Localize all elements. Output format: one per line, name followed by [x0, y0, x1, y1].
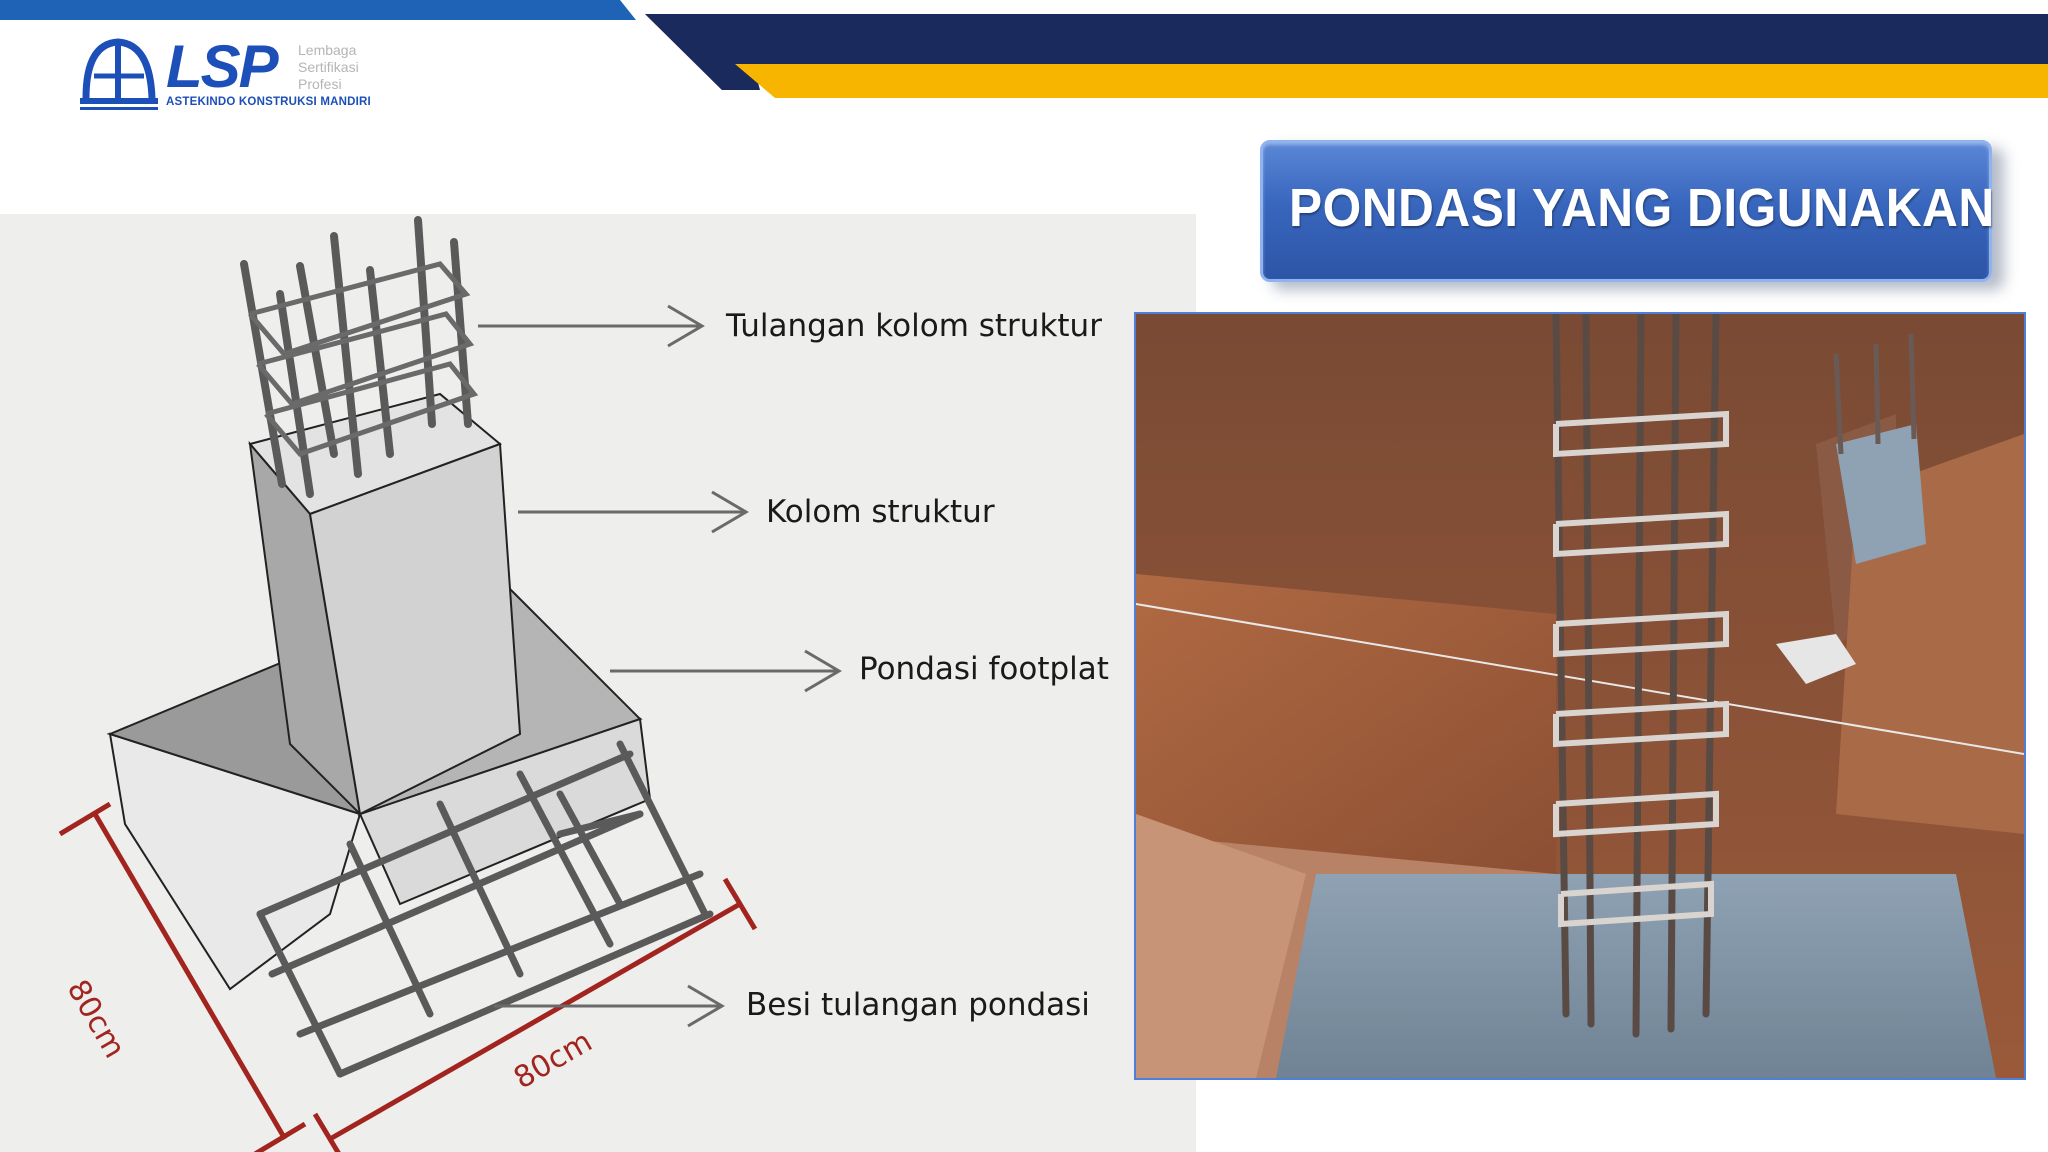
logo-side-text: Lembaga Sertifikasi Profesi	[298, 42, 359, 93]
dimension-lines	[58, 801, 758, 1152]
callout-column-rebar: Tulangan kolom struktur	[726, 308, 1102, 344]
navy-band	[645, 14, 2048, 90]
foundation-photo-illustration	[1136, 314, 2024, 1078]
page-title: PONDASI YANG DIGUNAKAN	[1289, 178, 1995, 238]
column-right-face	[308, 442, 522, 816]
yellow-band	[735, 64, 2048, 98]
title-badge: PONDASI YANG DIGUNAKAN	[1260, 140, 1995, 282]
callout-footplate: Pondasi footplat	[859, 651, 1109, 687]
logo-side-line: Sertifikasi	[298, 59, 359, 75]
logo-wordmark: LSP	[166, 33, 279, 100]
column-rebar-ties	[248, 261, 479, 457]
footing-rebar-mesh	[256, 740, 714, 1078]
foundation-diagram: Tulangan kolom struktur Kolom struktur P…	[0, 214, 1196, 1152]
callout-foundation-rebar: Besi tulangan pondasi	[746, 987, 1090, 1023]
logo-side-line: Lembaga	[298, 42, 357, 58]
logo-tagline: ASTEKINDO KONSTRUKSI MANDIRI	[166, 96, 371, 108]
lsp-logo: LSP Lembaga Sertifikasi Profesi ASTEKIND…	[80, 33, 380, 112]
lsp-arch-logo-icon	[80, 38, 158, 110]
foundation-illustration	[58, 216, 842, 1152]
callout-arrow-icon	[478, 304, 842, 1028]
foundation-photo	[1134, 312, 2026, 1080]
navy-wedge	[645, 14, 760, 90]
header-bands	[0, 0, 2048, 98]
logo-side-line: Profesi	[298, 76, 342, 92]
blue-band	[0, 0, 636, 20]
callout-column: Kolom struktur	[766, 494, 995, 530]
